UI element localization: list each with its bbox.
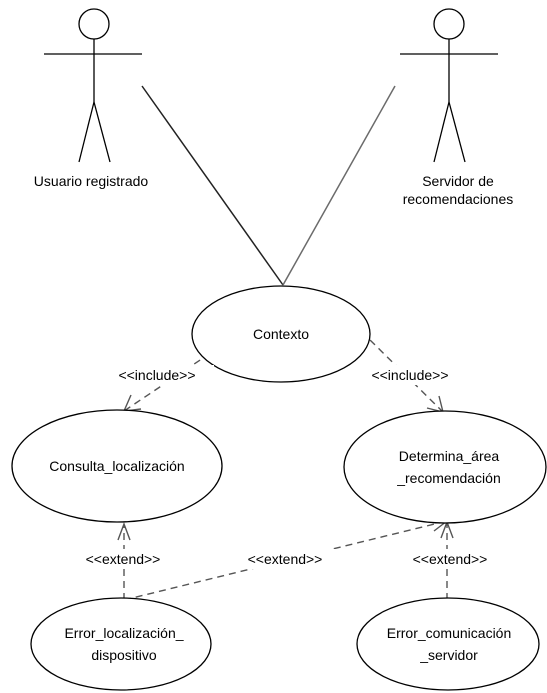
actor-left-leg (433, 101, 450, 163)
label-bg (232, 549, 338, 569)
use-case-label-errorcom-line2: _servidor (419, 647, 478, 663)
actor-head (78, 8, 110, 40)
label-bg (397, 549, 503, 569)
use-case-label-determina-line2: _recomendación (396, 470, 501, 486)
actor-left-leg (78, 101, 95, 163)
actor-label-servidor-line1: Servidor de (422, 173, 494, 189)
label-extend-left: <<extend>> (70, 549, 176, 569)
use-case-label-determina-line1: Determina_área (399, 448, 500, 464)
use-case-consulta-localizacion (11, 409, 223, 523)
use-case-label-consulta: Consulta_localización (49, 458, 184, 474)
use-case-contexto (191, 285, 371, 383)
extend-arrowhead-left (117, 522, 131, 541)
association-servidor-contexto (282, 85, 396, 286)
use-case-label-contexto: Contexto (253, 326, 309, 342)
use-case-label-errorloc-line2: dispositivo (91, 647, 157, 663)
use-case-label-errorloc-line1: Error_localización_ (64, 625, 183, 641)
use-case-error-comunicacion (356, 597, 540, 691)
use-case-label-errorcom-line1: Error_comunicación (387, 625, 512, 641)
label-include-left: <<include>> (100, 365, 214, 385)
actor-label-usuario: Usuario registrado (34, 173, 149, 189)
actor-servidor-recomendaciones (400, 8, 498, 163)
label-extend-right: <<extend>> (397, 549, 503, 569)
label-bg (100, 365, 214, 385)
label-extend-middle: <<extend>> (232, 549, 338, 569)
label-bg (70, 549, 176, 569)
stereotype-include-right: <<include>> (371, 367, 448, 383)
actor-right-leg (448, 101, 466, 163)
actor-head (433, 8, 465, 40)
stereotype-extend-middle: <<extend>> (248, 551, 323, 567)
stereotype-extend-right: <<extend>> (413, 551, 488, 567)
actor-right-leg (93, 101, 111, 163)
use-case-determina-area (343, 410, 547, 524)
use-case-error-localizacion (30, 597, 212, 691)
label-include-right: <<include>> (353, 365, 467, 385)
actor-usuario-registrado (44, 8, 142, 163)
label-bg (353, 365, 467, 385)
association-usuario-contexto (141, 85, 284, 286)
stereotype-extend-left: <<extend>> (86, 551, 161, 567)
extend-errorloc-determina-line (123, 520, 448, 601)
actor-label-servidor-line2: recomendaciones (403, 191, 514, 207)
stereotype-include-left: <<include>> (118, 367, 195, 383)
